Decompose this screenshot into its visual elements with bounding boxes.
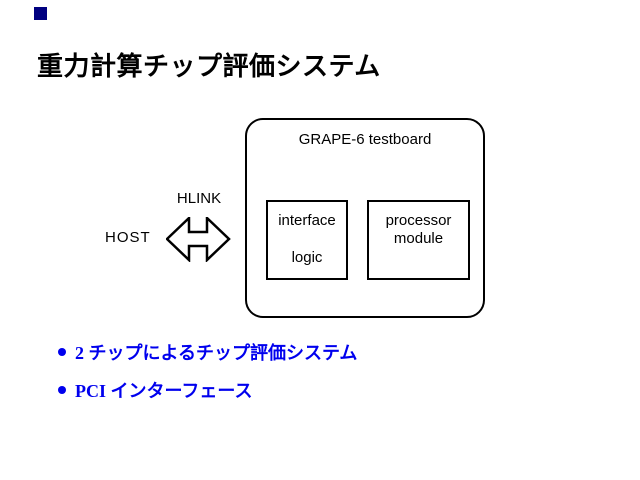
page-title: 重力計算チップ評価システム	[37, 52, 381, 81]
interface-box-line2: logic	[291, 249, 323, 266]
bullet-text: PCI インターフェース	[75, 381, 253, 401]
hlink-label: HLINK	[176, 190, 222, 207]
interface-logic-box: interface logic	[266, 200, 348, 280]
bullet-text: 2 チップによるチップ評価システム	[75, 343, 358, 363]
processor-box-line2: module	[393, 230, 444, 247]
list-item: PCI インターフェース	[58, 380, 253, 401]
interface-box-line1: interface	[278, 212, 336, 229]
list-item: 2 チップによるチップ評価システム	[58, 342, 358, 363]
bullet-dot-icon	[58, 386, 66, 394]
corner-marker-icon	[34, 7, 47, 20]
processor-module-box: processor module	[367, 200, 470, 280]
grape6-testboard-box: GRAPE-6 testboard interface logic proces…	[245, 118, 485, 318]
bullet-dot-icon	[58, 348, 66, 356]
processor-box-line1: processor	[385, 212, 452, 229]
testboard-label: GRAPE-6 testboard	[298, 131, 432, 148]
host-label: HOST	[105, 229, 151, 246]
bidirectional-arrow-icon	[165, 215, 231, 263]
